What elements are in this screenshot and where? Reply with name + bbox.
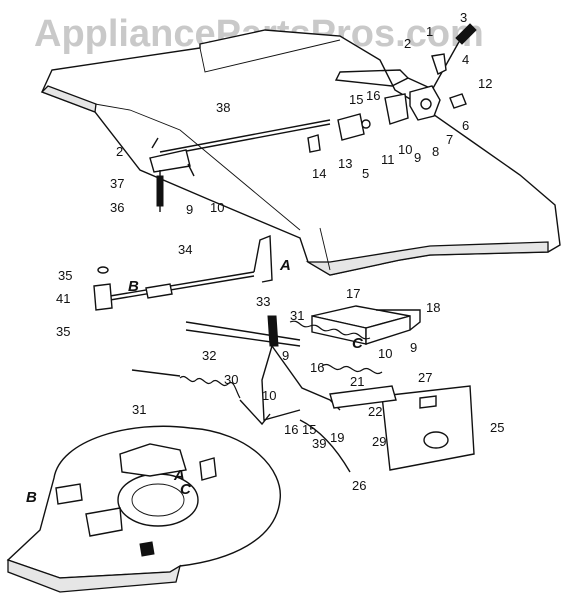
label-15-lower: 15 — [302, 422, 316, 437]
label-13: 13 — [338, 156, 352, 171]
label-35-bottom: 35 — [56, 324, 70, 339]
label-18: 18 — [426, 300, 440, 315]
label-10-lower: 10 — [262, 388, 276, 403]
label-31-top: 31 — [290, 308, 304, 323]
label-30: 30 — [224, 372, 238, 387]
label-4: 4 — [462, 52, 469, 67]
part-labels: 3 2 1 4 12 15 16 38 6 7 8 9 10 11 13 14 … — [56, 10, 504, 493]
label-25: 25 — [490, 420, 504, 435]
label-16-top: 16 — [366, 88, 380, 103]
label-15-top: 15 — [349, 92, 363, 107]
label-32: 32 — [202, 348, 216, 363]
label-37: 37 — [110, 176, 124, 191]
control-lever — [334, 23, 477, 91]
label-2-top: 2 — [404, 36, 411, 51]
label-34: 34 — [178, 242, 192, 257]
label-10-top: 10 — [398, 142, 412, 157]
label-33: 33 — [256, 294, 270, 309]
label-39: 39 — [312, 436, 326, 451]
label-8: 8 — [432, 144, 439, 159]
mower-deck — [6, 425, 281, 593]
label-31-bottom: 31 — [132, 402, 146, 417]
label-1: 1 — [426, 24, 433, 39]
label-41: 41 — [56, 291, 70, 306]
label-29: 29 — [372, 434, 386, 449]
label-16-lower: 16 — [284, 422, 298, 437]
label-7: 7 — [446, 132, 453, 147]
ref-letter-a-upper: A — [279, 257, 291, 274]
rod-34 — [93, 234, 273, 311]
label-17: 17 — [346, 286, 360, 301]
upper-linkage — [159, 53, 467, 157]
label-10-mid: 10 — [378, 346, 392, 361]
label-35-top: 35 — [58, 268, 72, 283]
label-2-left: 2 — [116, 144, 123, 159]
tractor-frame — [40, 29, 561, 276]
ref-letter-a-lower: A — [173, 467, 185, 484]
label-21: 21 — [350, 374, 364, 389]
label-27: 27 — [418, 370, 432, 385]
label-5: 5 — [362, 166, 369, 181]
bracket-17 — [311, 305, 421, 345]
label-11: 11 — [381, 152, 395, 167]
label-16-center: 16 — [310, 360, 324, 375]
cable-26 — [299, 419, 351, 473]
ref-letter-c-upper: C — [352, 335, 364, 352]
label-14: 14 — [312, 166, 326, 181]
label-19: 19 — [330, 430, 344, 445]
label-36: 36 — [110, 200, 124, 215]
ref-letter-c-lower: C — [180, 481, 192, 498]
ref-letter-b-lower: B — [26, 489, 37, 506]
reference-letters: A B C A C B — [26, 257, 364, 506]
label-3: 3 — [460, 10, 467, 25]
left-bracket — [149, 137, 195, 212]
label-26: 26 — [352, 478, 366, 493]
label-9-top: 9 — [414, 150, 421, 165]
label-12: 12 — [478, 76, 492, 91]
label-10-left: 10 — [210, 200, 224, 215]
label-38: 38 — [216, 100, 230, 115]
label-9-mid: 9 — [410, 340, 417, 355]
plate-25 — [329, 385, 475, 471]
label-6: 6 — [462, 118, 469, 133]
springs — [131, 320, 383, 426]
label-9-left: 9 — [186, 202, 193, 217]
label-22: 22 — [368, 404, 382, 419]
label-9-center: 9 — [282, 348, 289, 363]
ref-letter-b-upper: B — [128, 278, 139, 295]
